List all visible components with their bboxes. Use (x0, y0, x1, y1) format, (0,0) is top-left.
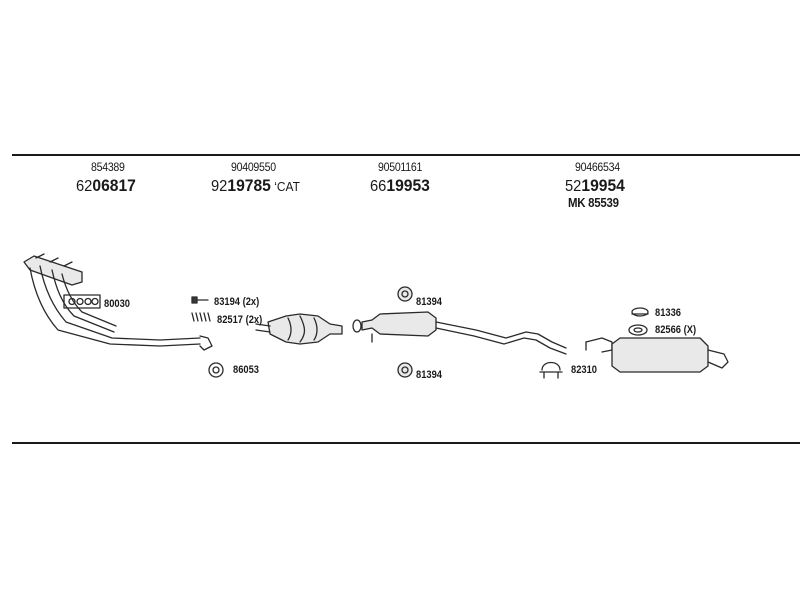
clamp-a-shape[interactable] (191, 296, 209, 304)
part-main-1: 06817 (92, 176, 136, 195)
part-number-3: 6619953 (370, 176, 430, 196)
label-clamp-b: 82310 (571, 364, 598, 376)
gasket-manifold-shape[interactable] (63, 294, 101, 309)
bottom-rule (12, 442, 800, 444)
part-main-4: 19954 (581, 176, 625, 195)
label-gasket-manifold: 80030 (104, 298, 131, 310)
hanger-rear-shape[interactable] (631, 307, 649, 317)
label-bolt-rear: 82566 (X) (655, 324, 697, 336)
ring-a-shape[interactable] (208, 362, 224, 378)
label-hanger-top: 81394 (416, 296, 443, 308)
oe-number-2: 90409550 (231, 160, 276, 174)
top-rule (12, 154, 800, 156)
mk-number-4: MK 85539 (568, 195, 619, 210)
part-number-1: 6206817 (76, 176, 136, 196)
hanger-bottom-shape[interactable] (397, 362, 413, 378)
label-clamp-a: 83194 (2x) (214, 296, 260, 308)
oe-number-1: 854389 (91, 160, 125, 174)
label-hanger-rear: 81336 (655, 307, 682, 319)
part-number-4: 5219954 (565, 176, 625, 196)
label-ring-a: 86053 (233, 364, 260, 376)
part-suffix-2: CAT (276, 179, 300, 194)
rear-silencer[interactable] (585, 337, 729, 373)
hanger-top-shape[interactable] (397, 286, 413, 302)
middle-silencer[interactable] (352, 311, 567, 355)
part-prefix-4: 52 (565, 178, 582, 195)
part-prefix-2: 92 (211, 178, 228, 195)
oe-number-3: 90501161 (378, 160, 423, 174)
label-bolt-a: 82517 (2x) (217, 314, 263, 326)
part-main-3: 19953 (386, 176, 430, 195)
catalytic-converter[interactable] (255, 313, 343, 345)
bolt-a-shape[interactable] (191, 312, 211, 322)
clamp-b-shape[interactable] (539, 361, 563, 379)
part-prefix-3: 66 (370, 178, 387, 195)
exhaust-manifold[interactable] (23, 253, 213, 351)
label-hanger-bottom: 81394 (416, 369, 443, 381)
part-prefix-1: 62 (76, 178, 93, 195)
part-main-2: 19785 (227, 176, 271, 195)
part-number-2: 9219785 ‘CAT (211, 176, 300, 195)
oe-number-4: 90466534 (575, 160, 620, 174)
bolt-rear-shape[interactable] (628, 324, 648, 336)
